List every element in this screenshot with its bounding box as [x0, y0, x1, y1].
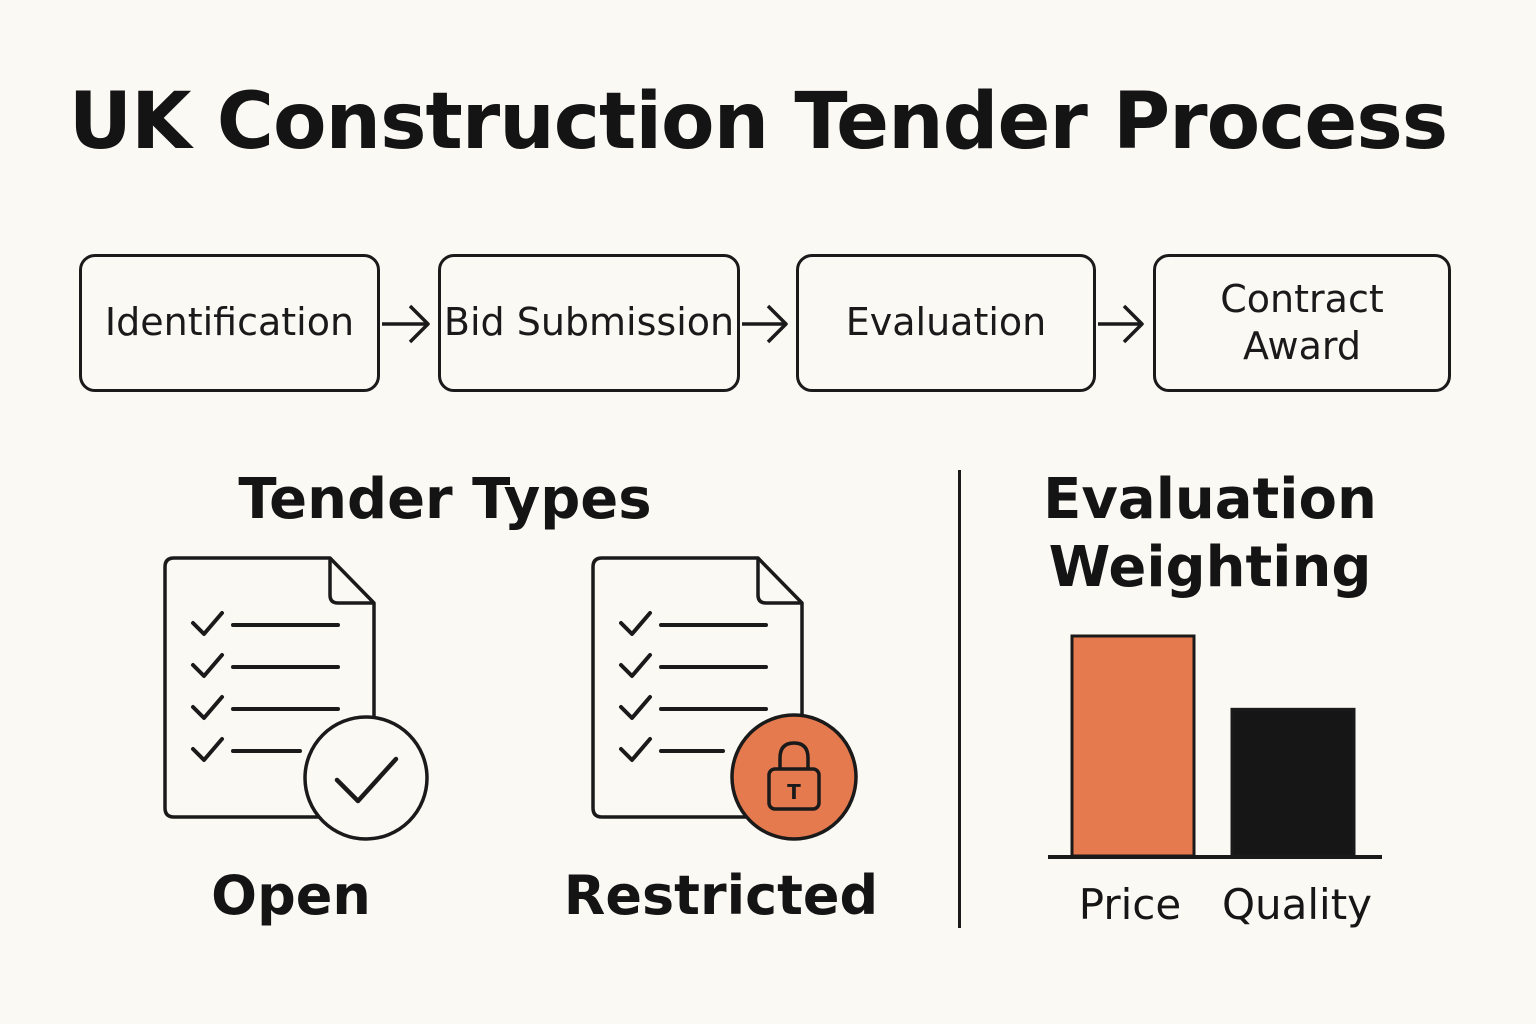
step-bid-submission: Bid Submission	[438, 254, 740, 392]
evaluation-weighting-heading: Evaluation Weighting	[1043, 467, 1377, 601]
step-label: Bid Submission	[443, 300, 735, 345]
evaluation-weighting-chart	[1048, 634, 1382, 859]
step-label: Evaluation	[845, 300, 1047, 345]
step-label: Identification	[104, 300, 355, 345]
arrow-right-icon	[742, 304, 788, 344]
x-tick-label-price: Price	[1078, 880, 1182, 929]
section-divider	[958, 470, 961, 928]
tender-type-open-label: Open	[211, 864, 371, 927]
tender-type-restricted-label: Restricted	[563, 864, 879, 927]
checkmark-badge-icon	[303, 715, 429, 841]
bar-price	[1070, 634, 1196, 858]
step-identification: Identification	[79, 254, 380, 392]
padlock-badge-icon: T	[730, 713, 858, 841]
page-title: UK Construction Tender Process	[68, 77, 1448, 167]
step-label: Contract Award	[1220, 276, 1384, 369]
bar-quality	[1230, 707, 1356, 858]
arrow-right-icon	[1098, 304, 1144, 344]
tender-types-heading: Tender Types	[238, 467, 652, 532]
step-evaluation: Evaluation	[796, 254, 1096, 392]
checklist-document-icon: T	[591, 556, 858, 841]
lock-glyph: T	[787, 780, 801, 804]
x-tick-label-quality: Quality	[1221, 880, 1373, 929]
step-contract-award: Contract Award	[1153, 254, 1451, 392]
checklist-document-icon	[163, 556, 429, 841]
arrow-right-icon	[382, 304, 430, 344]
